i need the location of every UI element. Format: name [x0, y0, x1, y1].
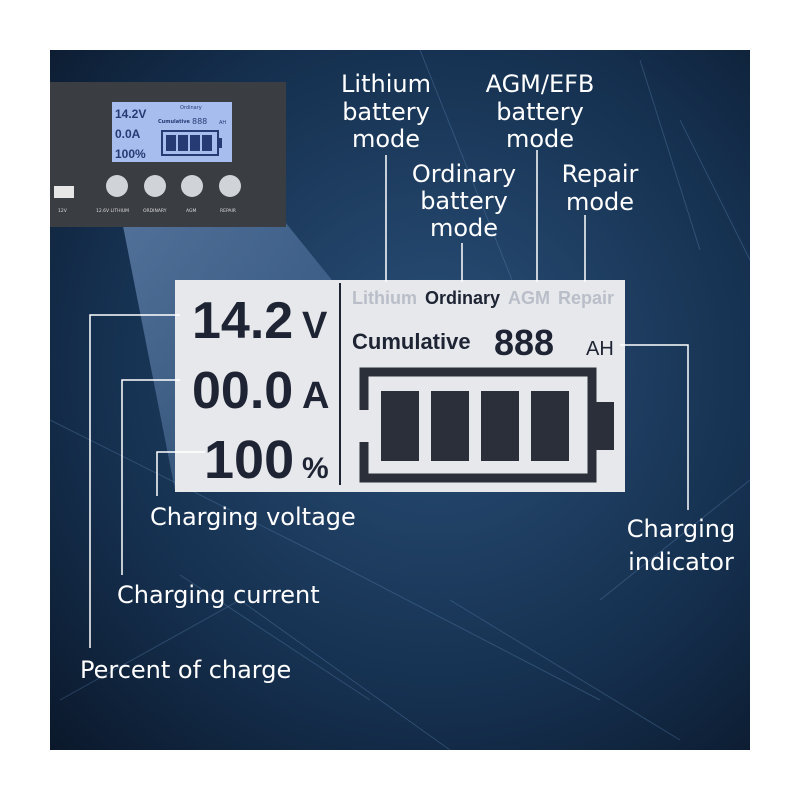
voltage-readout: 14.2	[192, 292, 293, 350]
callout-agm: battery	[496, 98, 584, 126]
battery-bar	[481, 391, 519, 461]
lcd-panel: 14.2 V 00.0 A 100 % Lithium Ordinary AGM…	[175, 280, 625, 492]
ah-readout: 888	[494, 322, 554, 363]
percent-unit: %	[302, 452, 329, 485]
mode-agm: AGM	[508, 288, 550, 308]
percent-readout: 100	[204, 430, 294, 490]
callout-repair: mode	[566, 188, 634, 216]
callout-ordinary: Ordinary	[412, 160, 516, 188]
device-label: ORDINARY	[143, 208, 167, 214]
repair-button[interactable]	[219, 175, 241, 197]
callout-charging-indicator: Charging	[627, 515, 735, 543]
device-label: REPAIR	[220, 208, 236, 214]
device-mode: Ordinary	[180, 105, 202, 111]
ah-unit: AH	[586, 338, 614, 360]
device-12v-switch[interactable]	[54, 186, 74, 198]
callout-lithium: Lithium	[341, 70, 431, 98]
device-ah: 888	[192, 117, 207, 126]
current-readout: 00.0	[192, 362, 293, 420]
callout-lines	[89, 150, 689, 648]
ordinary-button[interactable]	[144, 175, 166, 197]
callout-charging-current: Charging current	[117, 581, 320, 609]
callout-lithium: battery	[342, 98, 430, 126]
callout-percent-of-charge: Percent of charge	[80, 656, 291, 684]
battery-bar	[531, 391, 569, 461]
cumulative-label: Cumulative	[352, 329, 471, 354]
callout-agm: AGM/EFB	[486, 70, 595, 98]
lithium-button[interactable]	[106, 175, 128, 197]
battery-terminal	[596, 402, 614, 450]
device-label: 12.6V LITHIUM	[96, 208, 129, 214]
device-percent: 100%	[115, 147, 146, 161]
device-ah-unit: AH	[219, 120, 226, 126]
network-lines	[49, 49, 751, 751]
device-cumulative: Cumulative	[158, 119, 190, 125]
mode-repair: Repair	[558, 288, 614, 308]
callout-ordinary: mode	[430, 214, 498, 242]
mode-lithium: Lithium	[352, 288, 417, 308]
device-voltage: 14.2V	[115, 107, 146, 121]
voltage-unit: V	[302, 305, 328, 347]
callout-lithium: mode	[352, 125, 420, 153]
mode-ordinary: Ordinary	[425, 288, 500, 308]
battery-indicator	[359, 367, 614, 483]
device-label: AGM	[186, 208, 196, 214]
charger-device: 14.2V 0.0A 100% Ordinary Cumulative 888 …	[50, 82, 286, 227]
callout-charging-voltage: Charging voltage	[150, 503, 356, 531]
callout-charging-indicator: indicator	[628, 548, 734, 576]
callout-ordinary: battery	[420, 187, 508, 215]
agm-button[interactable]	[181, 175, 203, 197]
callout-repair: Repair	[562, 160, 639, 188]
callout-agm: mode	[506, 125, 574, 153]
device-label: 12V	[58, 208, 68, 214]
current-unit: A	[302, 375, 329, 417]
battery-bar	[381, 391, 419, 461]
battery-bar	[431, 391, 469, 461]
device-current: 0.0A	[115, 127, 141, 141]
